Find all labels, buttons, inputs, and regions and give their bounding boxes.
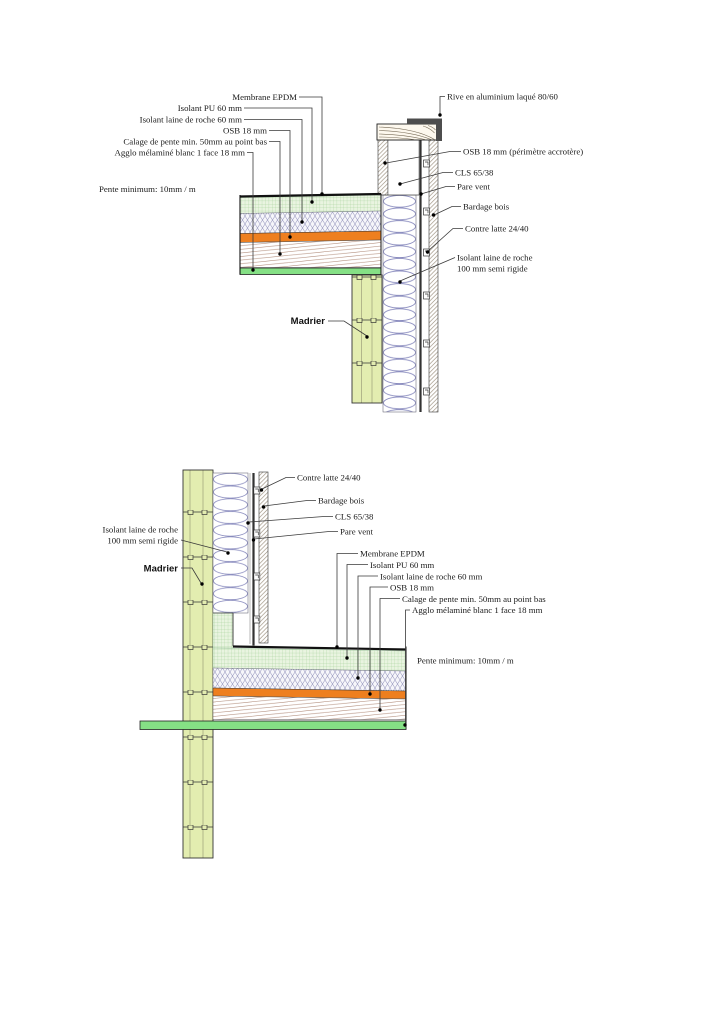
label-membrane-epdm: Membrane EPDM (360, 549, 425, 559)
label-laine-100-line1: Isolant laine de roche (457, 253, 533, 263)
label-rive-aluminium: Rive en aluminium laqué 80/60 (447, 92, 559, 102)
contre-latte-clips (423, 159, 430, 396)
label-bardage-bois: Bardage bois (318, 496, 365, 506)
label-membrane-epdm: Membrane EPDM (232, 92, 297, 102)
label-agglo: Agglo mélaminé blanc 1 face 18 mm (115, 148, 246, 158)
rockwool-100-layer (382, 194, 417, 413)
label-pente-minimum: Pente minimum: 10mm / m (99, 184, 196, 194)
membrane-epdm-line (239, 192, 382, 198)
membrane-epdm-line (232, 645, 407, 651)
bardage-strip (428, 139, 439, 413)
rockwool-100-layer (212, 472, 249, 614)
madrier-wall (351, 274, 383, 404)
label-madrier: Madrier (144, 564, 179, 575)
label-cls: CLS 65/38 (335, 512, 374, 522)
cls-cavity (387, 139, 420, 196)
bardage-strip (258, 471, 269, 644)
madrier-wall (182, 469, 214, 859)
parapet-wood-cap (376, 123, 438, 141)
label-agglo: Agglo mélaminé blanc 1 face 18 mm (412, 605, 543, 615)
bottom-leader-lines (180, 477, 410, 727)
label-contre-latte: Contre latte 24/40 (465, 224, 529, 234)
layer-agglo (239, 267, 382, 275)
layer-laine-60 (212, 667, 407, 692)
label-osb-18: OSB 18 mm (390, 583, 434, 593)
layer-calage (239, 239, 382, 268)
label-osb-18: OSB 18 mm (223, 126, 267, 136)
label-calage: Calage de pente min. 50mm au point bas (402, 594, 546, 604)
label-laine-60: Isolant laine de roche 60 mm (140, 115, 243, 125)
layer-calage (212, 695, 407, 720)
label-pare-vent: Pare vent (340, 527, 374, 537)
rive-aluminium (407, 118, 442, 141)
label-laine-100-line2: 100 mm semi rigide (457, 264, 528, 274)
osb-acrotere-strip (377, 139, 389, 196)
label-laine-100-line2: 100 mm semi rigide (107, 536, 178, 546)
label-pente-minimum: Pente minimum: 10mm / m (417, 656, 514, 666)
label-calage: Calage de pente min. 50mm au point bas (123, 137, 267, 147)
label-madrier: Madrier (291, 316, 326, 327)
layer-laine-60 (239, 210, 382, 234)
label-pare-vent: Pare vent (457, 182, 491, 192)
pu-upstand-column (212, 612, 234, 649)
label-laine-100-line1: Isolant laine de roche (103, 525, 179, 535)
top-leader-lines (244, 96, 463, 339)
bottom-diagram: Contre latte 24/40 Bardage bois CLS 65/3… (103, 469, 546, 859)
label-isolant-pu: Isolant PU 60 mm (370, 560, 434, 570)
label-bardage-bois: Bardage bois (463, 202, 510, 212)
label-isolant-pu: Isolant PU 60 mm (178, 103, 242, 113)
layer-isolant-pu (239, 194, 382, 214)
label-laine-60: Isolant laine de roche 60 mm (380, 572, 483, 582)
top-diagram: Membrane EPDM Isolant PU 60 mm Isolant l… (99, 92, 583, 413)
layer-isolant-pu (212, 647, 407, 672)
label-cls: CLS 65/38 (455, 168, 494, 178)
layer-agglo (139, 720, 407, 730)
label-contre-latte: Contre latte 24/40 (297, 473, 361, 483)
label-osb-acrotere: OSB 18 mm (périmètre accrotère) (463, 147, 583, 157)
